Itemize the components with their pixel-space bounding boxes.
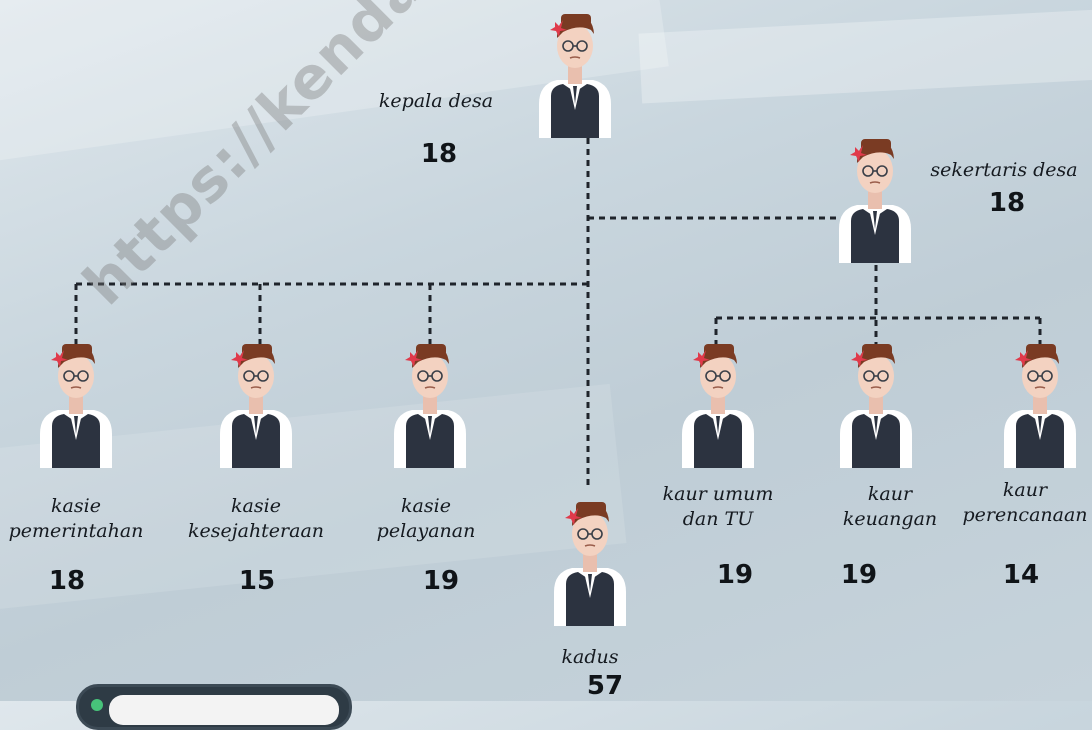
count-kasie-pelayanan: 19 [406,566,476,596]
label-sekertaris-desa: sekertaris desa [924,158,1084,183]
person-icon [835,125,915,265]
person-icon [1000,330,1080,470]
person-icon [36,330,116,470]
count-kaur-perencanaan: 14 [986,560,1056,590]
count-kasie-kesejahteraan: 15 [222,566,292,596]
count-kasie-pemerintahan: 18 [32,566,102,596]
person-icon [390,330,470,470]
person-icon [836,330,916,470]
count-kaur-umum: 19 [700,560,770,590]
bottom-widget[interactable] [76,684,352,730]
label-kadus: kadus [550,645,630,670]
count-kaur-keuangan: 19 [824,560,894,590]
bottom-widget-field [109,695,339,725]
count-kepala-desa: 18 [404,139,474,169]
count-sekertaris-desa: 18 [972,188,1042,218]
count-kadus: 57 [570,671,640,701]
person-icon [216,330,296,470]
person-icon [678,330,758,470]
label-kepala-desa: kepala desa [366,89,506,114]
person-icon [535,0,615,140]
person-icon [550,488,630,628]
